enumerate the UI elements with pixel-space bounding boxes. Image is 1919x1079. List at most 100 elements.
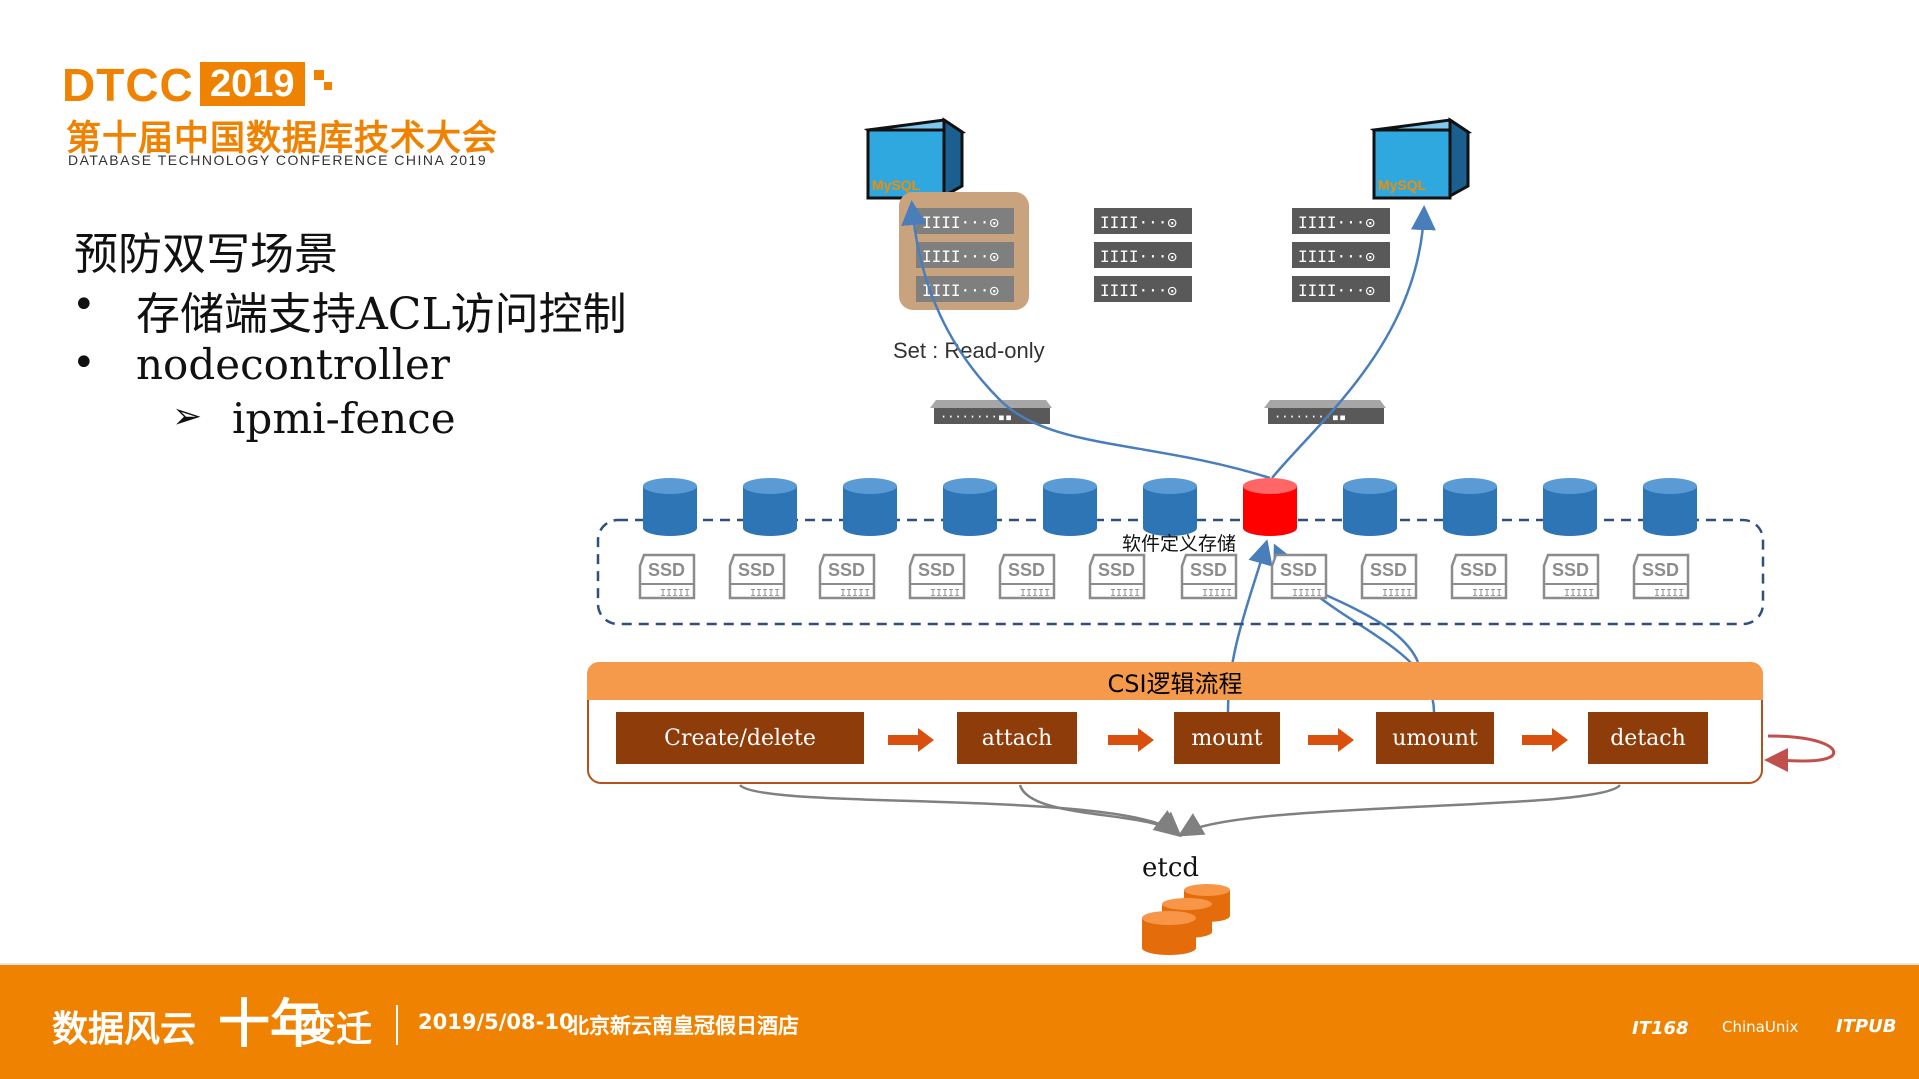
footer-venue: 北京新云南皇冠假日酒店 xyxy=(568,1014,799,1038)
ssd-icon: SSD IIIII xyxy=(998,553,1056,600)
disk-icon xyxy=(943,478,997,536)
ssd-icon: SSD IIIII xyxy=(1632,553,1690,600)
connection-line xyxy=(901,200,1271,480)
disk-icon xyxy=(1543,478,1597,536)
etcd-connection xyxy=(1177,784,1621,837)
mysql-label: MySQL xyxy=(872,177,921,193)
chinaunix-logo: ChinaUnix xyxy=(1722,1018,1799,1036)
svg-text:IIII···⊙: IIII···⊙ xyxy=(922,213,999,232)
footer-slogan-change: 变迁 xyxy=(300,1009,373,1050)
disk-icon xyxy=(1343,478,1397,536)
svg-text:SSD: SSD xyxy=(918,560,955,580)
ssd-icon: SSD IIIII xyxy=(1450,553,1508,600)
ssd-icon: SSD IIIII xyxy=(908,553,966,600)
svg-text:SSD: SSD xyxy=(828,560,865,580)
conference-name-en: DATABASE TECHNOLOGY CONFERENCE CHINA 201… xyxy=(68,152,488,168)
disk-icon xyxy=(843,478,897,536)
svg-text:SSD: SSD xyxy=(1370,560,1407,580)
footer-bar xyxy=(0,965,1919,1079)
csi-flow-title: CSI逻辑流程 xyxy=(587,662,1763,700)
bullet-nodecontroller: nodecontroller xyxy=(136,340,450,389)
etcd-database-icon xyxy=(1142,884,1230,955)
network-switch-icon: ········▪▪ xyxy=(930,400,1052,424)
ssd-icon: SSD IIIII xyxy=(1360,553,1418,600)
ssd-icon: SSD IIIII xyxy=(1180,553,1238,600)
svg-text:IIIII: IIIII xyxy=(1292,588,1322,599)
svg-text:IIIII: IIIII xyxy=(1110,588,1140,599)
server-rack-icon: IIII···⊙ IIII···⊙ IIII···⊙ xyxy=(916,208,1014,302)
footer-date: 2019/5/08-10 xyxy=(418,1010,574,1034)
itpub-logo: ITPUB xyxy=(1836,1016,1897,1037)
svg-text:SSD: SSD xyxy=(1642,560,1679,580)
footer-separator xyxy=(396,1005,398,1045)
dtcc-logo-year: 2019 xyxy=(200,62,305,106)
step-detach: detach xyxy=(1588,712,1708,764)
bullet-dot: • xyxy=(72,340,96,386)
slide-title: 预防双写场景 xyxy=(74,229,338,280)
server-rack-icon: IIII···⊙ IIII···⊙ IIII···⊙ xyxy=(1094,208,1192,302)
footer-slogan: 数据风云 xyxy=(52,1009,197,1050)
ssd-icon: SSD IIIII xyxy=(1542,553,1600,600)
etcd-connection xyxy=(739,784,1181,835)
footer-divider xyxy=(0,963,1919,966)
svg-text:IIII···⊙: IIII···⊙ xyxy=(1100,213,1177,232)
step-create-delete: Create/delete xyxy=(616,712,864,764)
svg-text:IIII···⊙: IIII···⊙ xyxy=(922,247,999,266)
svg-text:IIIII: IIIII xyxy=(1020,588,1050,599)
network-switch-icon: ········▪▪ xyxy=(1264,400,1386,424)
disk-icon xyxy=(1443,478,1497,536)
dtcc-logo-text: DTCC xyxy=(62,59,194,111)
disk-icon xyxy=(743,478,797,536)
svg-text:SSD: SSD xyxy=(1460,560,1497,580)
svg-text:········▪▪: ········▪▪ xyxy=(1274,410,1346,424)
mysql-cube-icon-right: MySQL xyxy=(1369,117,1473,200)
logo-square-icon xyxy=(314,70,324,80)
svg-text:IIII···⊙: IIII···⊙ xyxy=(1298,281,1375,300)
disk-icon xyxy=(1143,478,1197,536)
footer-slogan-decade: 十年 xyxy=(218,994,323,1055)
disk-icon xyxy=(1043,478,1097,536)
disk-icon xyxy=(1643,478,1697,536)
disk-selected-icon xyxy=(1243,478,1297,536)
loop-arrow-icon xyxy=(1764,734,1836,773)
step-attach: attach xyxy=(957,712,1077,764)
step-mount: mount xyxy=(1174,712,1280,764)
architecture-diagram: MySQL MySQL IIII···⊙ IIII···⊙ IIII···⊙ I… xyxy=(596,117,1836,955)
svg-text:IIIII: IIIII xyxy=(1472,588,1502,599)
it168-logo: IT168 xyxy=(1632,1018,1689,1039)
etcd-label: etcd xyxy=(1142,853,1199,883)
svg-text:IIII···⊙: IIII···⊙ xyxy=(1298,213,1375,232)
svg-text:SSD: SSD xyxy=(1280,560,1317,580)
svg-text:SSD: SSD xyxy=(648,560,685,580)
logo-square-small-icon xyxy=(324,82,332,90)
disk-icon xyxy=(643,478,697,536)
mysql-cube-icon-left: MySQL xyxy=(863,117,967,200)
svg-text:IIIII: IIIII xyxy=(1382,588,1412,599)
svg-text:IIIII: IIIII xyxy=(1654,588,1684,599)
connection-line xyxy=(1271,205,1436,479)
svg-text:········▪▪: ········▪▪ xyxy=(940,410,1012,424)
readonly-label: Set : Read-only xyxy=(893,338,1045,363)
svg-text:IIIII: IIIII xyxy=(930,588,960,599)
svg-text:IIII···⊙: IIII···⊙ xyxy=(1100,281,1177,300)
bullet-dot: • xyxy=(72,282,96,328)
sds-label: 软件定义存储 xyxy=(1122,533,1236,555)
step-umount: umount xyxy=(1376,712,1494,764)
ssd-icon: SSD IIIII xyxy=(1088,553,1146,600)
etcd-connection xyxy=(1018,784,1182,838)
svg-text:IIII···⊙: IIII···⊙ xyxy=(1100,247,1177,266)
server-rack-icon: IIII···⊙ IIII···⊙ IIII···⊙ xyxy=(1292,208,1390,302)
svg-text:IIIII: IIIII xyxy=(1202,588,1232,599)
svg-text:SSD: SSD xyxy=(1008,560,1045,580)
bullet-acl: 存储端支持ACL访问控制 xyxy=(136,289,627,340)
svg-text:SSD: SSD xyxy=(738,560,775,580)
svg-text:IIII···⊙: IIII···⊙ xyxy=(922,281,999,300)
svg-text:IIIII: IIIII xyxy=(1564,588,1594,599)
svg-text:SSD: SSD xyxy=(1552,560,1589,580)
svg-text:SSD: SSD xyxy=(1190,560,1227,580)
sub-bullet-ipmi-fence: ipmi-fence xyxy=(232,394,456,443)
svg-text:SSD: SSD xyxy=(1098,560,1135,580)
